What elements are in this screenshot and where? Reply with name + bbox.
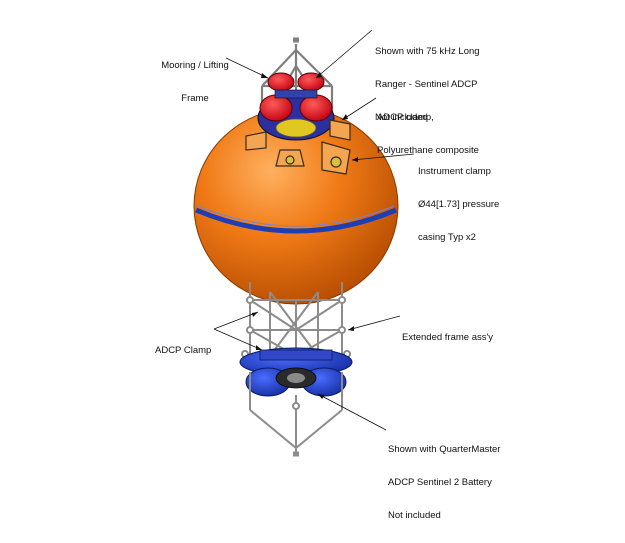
buoy-drawing — [193, 29, 415, 457]
label-adcp-clamp-lower: ADCP Clamp — [155, 345, 212, 356]
label-instrument-clamp: Instrument clamp Ø44[1.73] pressure casi… — [418, 166, 500, 243]
label-extended-frame: Extended frame ass'y — [402, 332, 494, 343]
battery-assembly — [239, 347, 353, 397]
label-quartermaster: Shown with QuarterMaster ADCP Sentinel 2… — [388, 444, 501, 521]
leader-lines — [213, 29, 415, 431]
adcp-clamp-top — [257, 72, 335, 141]
buoy-diagram: Mooring / Lifting Frame Shown with 75 kH… — [155, 29, 500, 521]
label-long-ranger: Shown with 75 kHz Long Ranger - Sentinel… — [375, 46, 480, 123]
transducer-red-left — [259, 94, 293, 122]
label-adcp-clamp-composite: ADCP clamp, Polyurethane composite — [377, 112, 479, 156]
instrument-clamps — [245, 119, 351, 175]
equator-band — [195, 207, 397, 234]
label-mooring-frame: Mooring / Lifting Frame — [161, 60, 229, 104]
transducer-red-right — [299, 94, 333, 122]
bottom-frame — [249, 372, 343, 457]
leader-arrows — [252, 72, 358, 399]
